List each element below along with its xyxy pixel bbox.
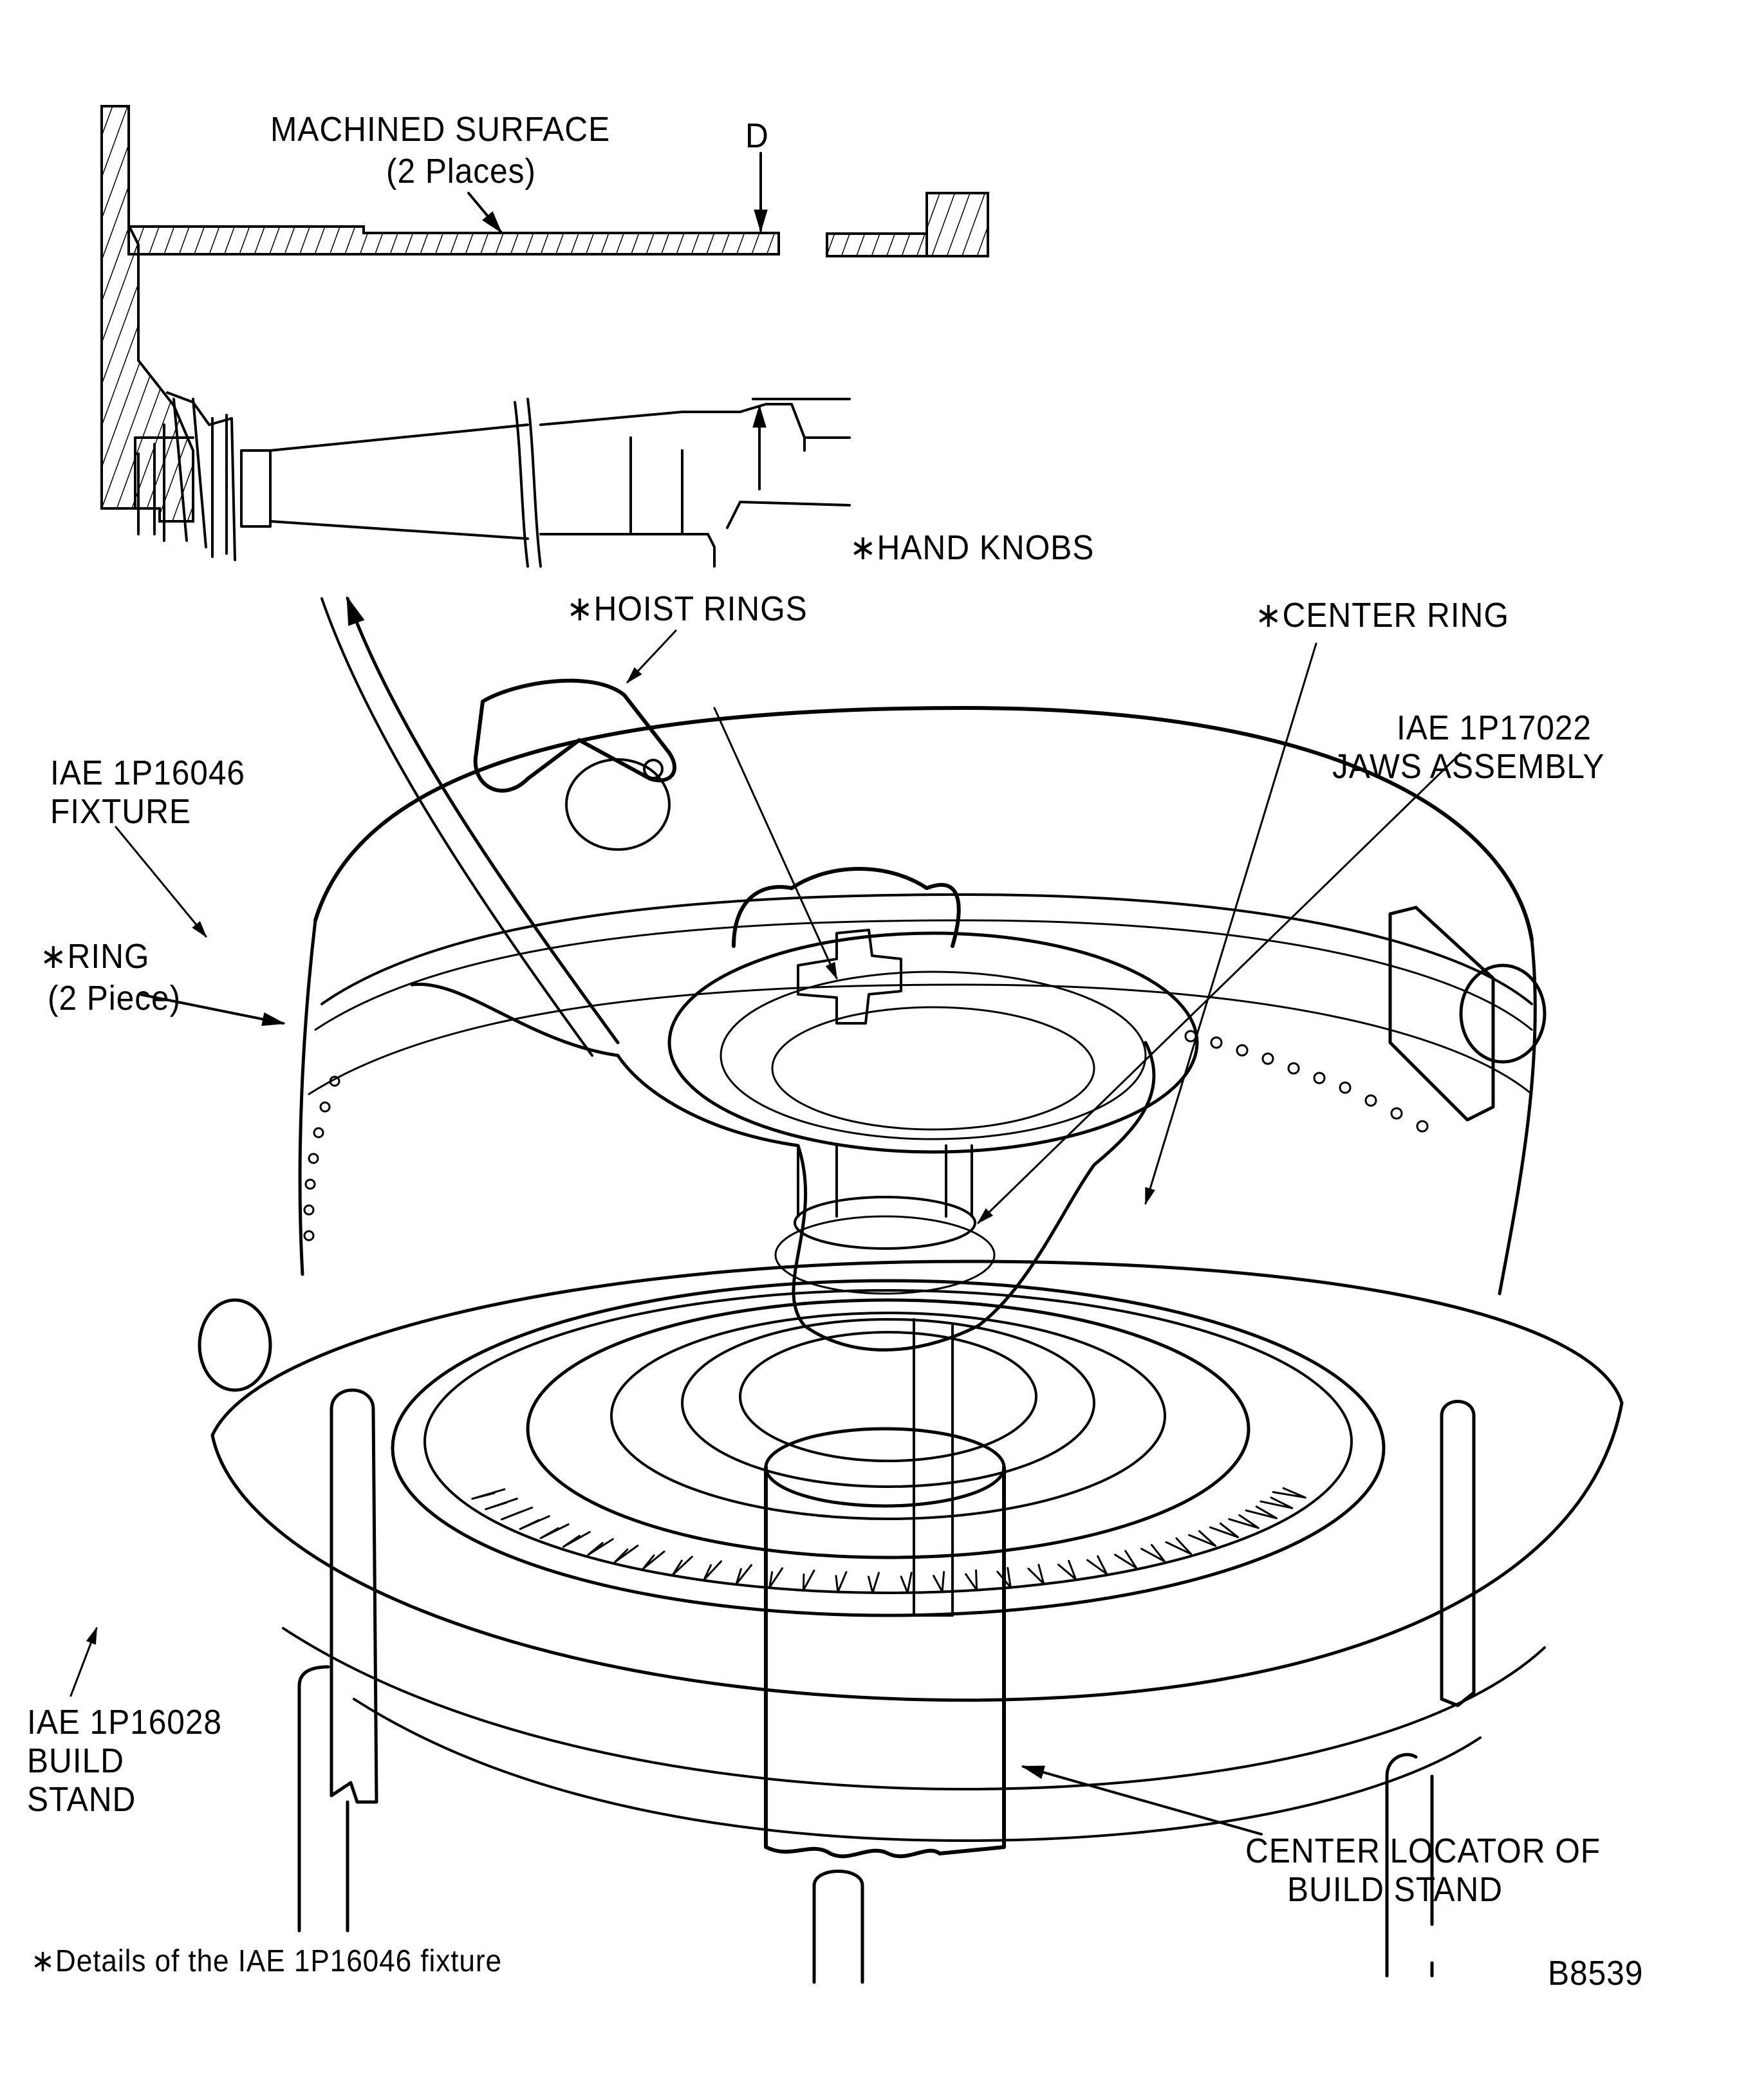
build-stand-plate-edge — [210, 1401, 1624, 1702]
center-locator-label-line2: BUILD STAND — [1287, 1870, 1503, 1909]
rotor-blade — [562, 1530, 591, 1548]
rotor-blade — [1245, 1505, 1278, 1519]
stand-leg-center — [812, 1870, 864, 1984]
build-stand-label-line2: BUILD — [27, 1742, 124, 1780]
machined-surface-label: MACHINED SURFACE — [270, 110, 611, 149]
rotor-blade — [1086, 1555, 1108, 1575]
rotor-blade — [519, 1515, 550, 1530]
dimension-d-label: D — [745, 116, 769, 155]
rotor-blade — [1114, 1550, 1138, 1570]
ring-label: ∗RING — [40, 937, 150, 976]
rotor-blade — [802, 1569, 815, 1592]
rotor-blade — [835, 1571, 848, 1594]
ring-piece-label: (2 Piece) — [48, 979, 181, 1017]
build-stand-label-line3: STAND — [27, 1780, 136, 1819]
bolt-holes-right — [1184, 1030, 1429, 1133]
build-stand-plate-top — [210, 1259, 1624, 1437]
side-knob-right — [1459, 963, 1547, 1064]
center-locator-label: CENTER LOCATOR OF — [1245, 1832, 1601, 1870]
jaws-assembly — [797, 1144, 973, 1218]
figure-id: B8539 — [1548, 1954, 1644, 1993]
rotor-blade — [867, 1572, 880, 1594]
center-locator — [764, 1465, 1006, 1859]
hoist-ring — [473, 678, 677, 793]
fixture-part-label: IAE 1P16046 — [50, 754, 245, 792]
rotor-blade — [1209, 1522, 1240, 1539]
hand-knobs-label: ∗HAND KNOBS — [850, 528, 1095, 567]
hoist-rings-label: ∗HOIST RINGS — [566, 590, 808, 628]
hand-knob-bracket — [732, 867, 961, 948]
rotor-blade — [768, 1567, 784, 1589]
bolt-holes-left — [303, 1075, 340, 1241]
stand-leg-right-rear — [1440, 1400, 1476, 1707]
center-ring — [667, 931, 1199, 1154]
rotor-blades — [471, 1487, 1306, 1594]
rotor-blade — [587, 1538, 614, 1556]
leader-lines — [70, 629, 1462, 1835]
jaws-assembly-part-label: IAE 1P17022 — [1397, 709, 1592, 747]
rotor-blade — [933, 1571, 945, 1593]
machined-flange-section — [127, 225, 780, 256]
build-stand-part-label: IAE 1P16028 — [27, 1703, 222, 1742]
machined-surface-qty-label: (2 Places) — [386, 152, 536, 190]
fixture-assembly — [198, 678, 1547, 1392]
section-view — [100, 105, 989, 568]
rotor-blade — [1272, 1487, 1306, 1499]
center-ring-label: ∗CENTER RING — [1255, 596, 1509, 635]
rotor-blade — [471, 1488, 506, 1500]
side-clamp-right — [1388, 906, 1495, 1122]
rotor-blade — [1057, 1559, 1077, 1581]
rotor-blade — [485, 1498, 518, 1510]
footnote: ∗Details of the IAE 1P16046 fixture — [31, 1944, 502, 1978]
stand-leg-left-front — [297, 1665, 349, 1933]
rotor-blade — [539, 1523, 570, 1539]
machined-flange-section-right — [826, 232, 928, 257]
rotor-blade — [735, 1564, 752, 1585]
rotor-blade — [1260, 1496, 1294, 1509]
rotor-blade — [996, 1566, 1012, 1588]
stand-leg-right-front — [1385, 1752, 1434, 1978]
fixture-label: FIXTURE — [50, 792, 191, 831]
detail-reference-arrow — [346, 595, 620, 1045]
rotor-blade — [1228, 1514, 1260, 1529]
rotor-blade — [703, 1560, 723, 1581]
rotor-blade — [500, 1506, 534, 1521]
rotor-blade — [613, 1545, 639, 1563]
rotor-blade — [1165, 1537, 1193, 1556]
side-knob-left — [198, 1298, 272, 1392]
fixture-top-rim — [313, 706, 1534, 942]
rotor-blade — [671, 1556, 693, 1576]
hand-knob-cross — [797, 929, 902, 1025]
rotor-blade — [965, 1569, 978, 1591]
rotor-blade — [1027, 1563, 1045, 1585]
rotor-blade — [1188, 1530, 1217, 1547]
stand-leg-left-rear — [330, 1388, 378, 1804]
build-stand — [210, 1259, 1624, 1984]
flange-block-section — [925, 192, 989, 257]
rotor-blade — [900, 1572, 913, 1594]
rotor-blade — [1140, 1544, 1166, 1563]
jaws-assembly-label: JAWS ASSEMBLY — [1332, 747, 1605, 786]
case-wall-section — [100, 105, 194, 523]
rotor-blade — [642, 1550, 665, 1570]
